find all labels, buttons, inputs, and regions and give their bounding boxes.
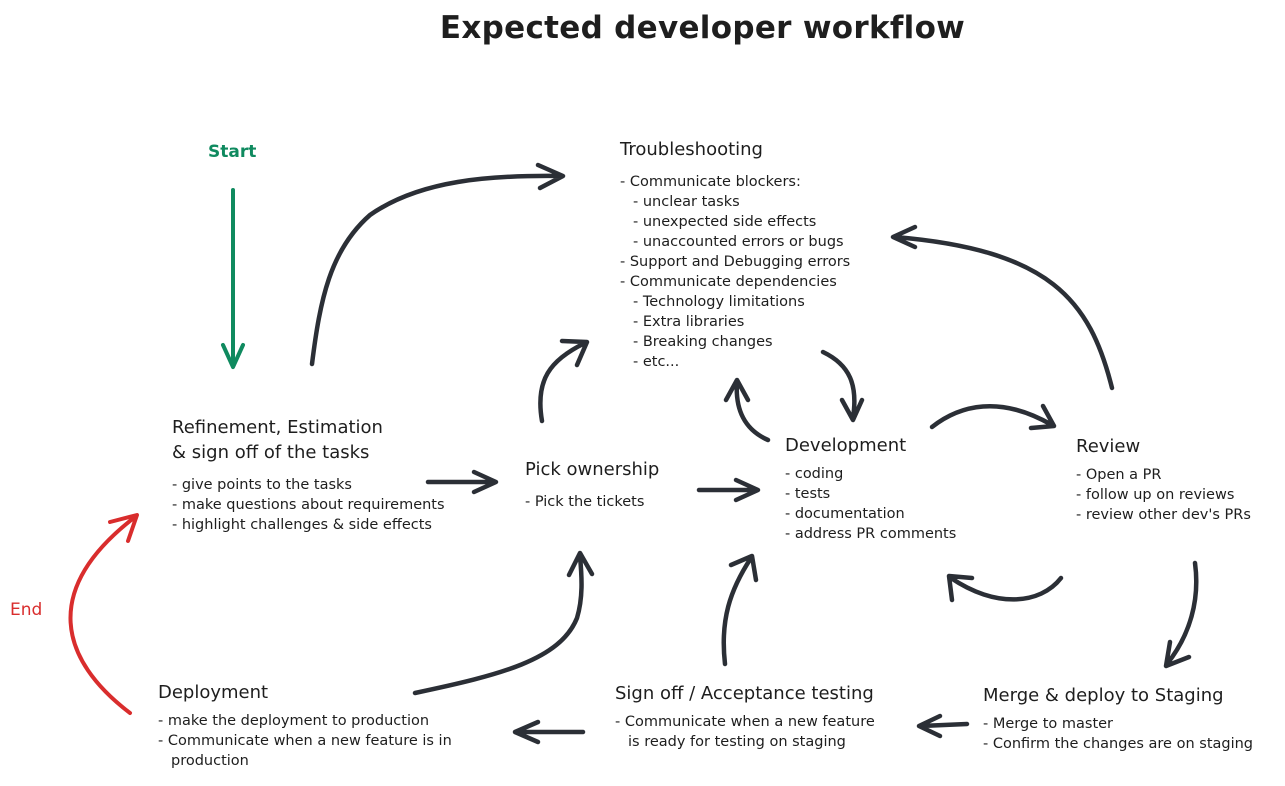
list-item: - Communicate when a new feature (615, 714, 875, 730)
pick-to-troubleshooting-arrow (538, 338, 590, 424)
list-item: - unclear tasks (633, 194, 740, 210)
list-item: - Open a PR (1076, 467, 1162, 483)
development-to-review-arrow (929, 403, 1057, 431)
pick-ownership-title: Pick ownership (525, 459, 660, 480)
review-items: - Open a PR - follow up on reviews - rev… (1076, 465, 1251, 525)
list-item: - make the deployment to production (158, 713, 430, 729)
list-item: - Communicate blockers: (620, 174, 801, 190)
signoff-to-development-arrow (721, 553, 759, 667)
signoff-to-deployment-arrow (512, 719, 586, 745)
development-node: Development - coding - tests - documenta… (785, 433, 956, 544)
development-to-troubleshooting-arrow (723, 377, 771, 443)
review-to-development-arrow (946, 573, 1064, 603)
troubleshooting-items: - Communicate blockers: - unclear tasks … (620, 172, 850, 372)
start-arrow (221, 188, 245, 369)
troubleshooting-title: Troubleshooting (620, 139, 763, 160)
list-item: - Breaking changes (633, 334, 773, 350)
list-item: - give points to the tasks (172, 477, 352, 493)
list-item: - Extra libraries (633, 314, 745, 330)
troubleshooting-node: Troubleshooting - Communicate blockers: … (620, 137, 850, 372)
refinement-node: Refinement, Estimation & sign off of the… (172, 415, 445, 535)
list-item: - Confirm the changes are on staging (983, 736, 1254, 752)
list-item: - make questions about requirements (172, 497, 445, 513)
refinement-title: Refinement, Estimation & sign off of the… (172, 417, 383, 463)
merge-deploy-items: - Merge to master - Confirm the changes … (983, 714, 1253, 754)
troubleshooting-to-development-arrow (820, 349, 865, 423)
deployment-to-pick-arrow (412, 550, 595, 696)
signoff-title: Sign off / Acceptance testing (615, 683, 874, 704)
pick-ownership-items: - Pick the tickets (525, 492, 659, 512)
list-item: - Communicate when a new feature is in (158, 733, 452, 749)
review-node: Review - Open a PR - follow up on review… (1076, 434, 1251, 525)
list-item: - address PR comments (785, 526, 957, 542)
list-item: - Communicate dependencies (620, 274, 837, 290)
deployment-title: Deployment (158, 682, 269, 703)
list-item: - unexpected side effects (633, 214, 817, 230)
list-item: - Technology limitations (633, 294, 805, 310)
list-item: - documentation (785, 506, 905, 522)
refinement-to-troubleshooting-arrow (309, 162, 566, 367)
review-to-merge-arrow (1163, 560, 1199, 669)
list-item: - review other dev's PRs (1076, 507, 1251, 523)
list-item: - coding (785, 466, 844, 482)
merge-deploy-title: Merge & deploy to Staging (983, 685, 1224, 706)
refinement-to-pick-arrow (425, 469, 499, 495)
refinement-items: - give points to the tasks - make questi… (172, 475, 445, 535)
pick-to-development-arrow (696, 477, 761, 503)
list-item: - Pick the tickets (525, 494, 645, 510)
review-to-troubleshooting-arrow (890, 224, 1115, 391)
merge-to-signoff-arrow (916, 713, 970, 739)
signoff-node: Sign off / Acceptance testing - Communic… (615, 681, 875, 752)
start-label: Start (208, 142, 257, 162)
development-items: - coding - tests - documentation - addre… (785, 464, 956, 544)
pick-ownership-node: Pick ownership - Pick the tickets (525, 457, 659, 512)
list-item: - tests (785, 486, 831, 502)
list-item: - Support and Debugging errors (620, 254, 851, 270)
development-title: Development (785, 435, 907, 456)
signoff-items: - Communicate when a new feature is read… (615, 712, 875, 752)
list-item: is ready for testing on staging (628, 734, 846, 750)
list-item: - Merge to master (983, 716, 1114, 732)
deployment-items: - make the deployment to production - Co… (158, 711, 452, 771)
diagram-title: Expected developer workflow (439, 10, 966, 46)
review-title: Review (1076, 436, 1141, 457)
list-item: - highlight challenges & side effects (172, 517, 432, 533)
list-item: - etc... (633, 354, 680, 370)
end-arrow (68, 513, 139, 715)
list-item: - follow up on reviews (1076, 487, 1235, 503)
list-item: - unaccounted errors or bugs (633, 234, 844, 250)
end-label: End (10, 600, 43, 620)
merge-deploy-node: Merge & deploy to Staging - Merge to mas… (983, 683, 1253, 754)
deployment-node: Deployment - make the deployment to prod… (158, 680, 452, 771)
list-item: production (171, 753, 249, 769)
